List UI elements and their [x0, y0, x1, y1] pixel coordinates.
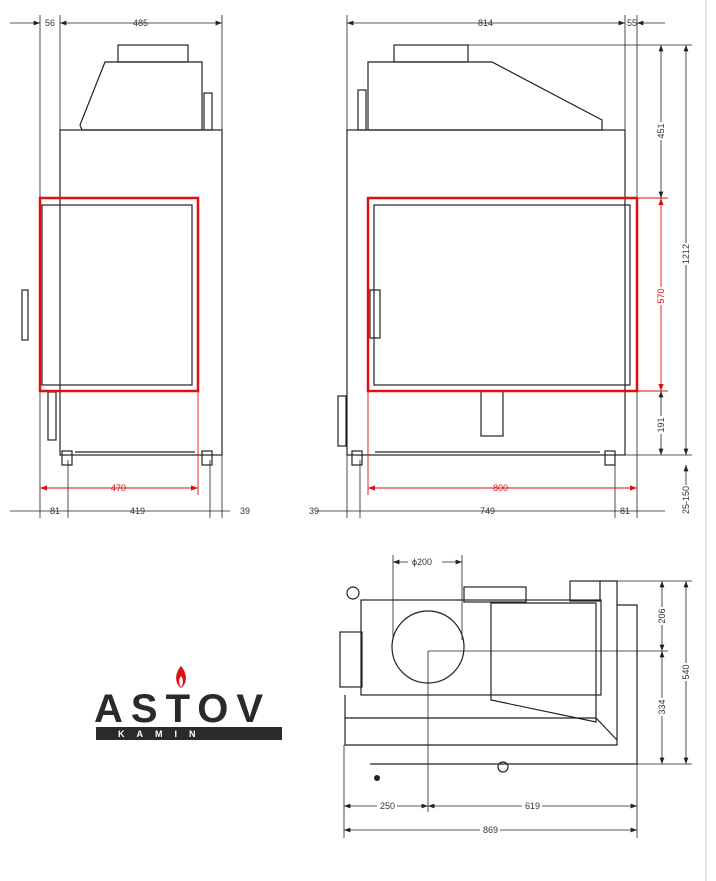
dim-250: 250: [380, 801, 395, 811]
dim-81: 81: [620, 506, 630, 516]
dim-619: 619: [525, 801, 540, 811]
dim-869: 869: [483, 825, 498, 835]
dim-39: 39: [240, 506, 250, 516]
glass-opening: [38, 196, 200, 393]
dim-39: 39: [309, 506, 319, 516]
dim-570: 570: [656, 288, 666, 303]
firebox-body: [59, 129, 223, 456]
flue-collar: [117, 44, 189, 63]
dim-leg-range: 25-150: [681, 486, 691, 514]
hood: [79, 61, 203, 131]
hood: [367, 61, 603, 131]
dim-419: 419: [130, 506, 145, 516]
dim-81: 81: [50, 506, 60, 516]
plan-view: ϕ200 206 334 540 250 619 869: [339, 555, 692, 838]
glass-opening: [366, 196, 639, 393]
front-view: 814 55 451 570 191 1212 25-150 800 39 74…: [309, 15, 692, 518]
dim-749: 749: [480, 506, 495, 516]
dim-206: 206: [657, 608, 667, 623]
logo-wordmark: ASTOV: [94, 687, 271, 731]
dim-191: 191: [656, 417, 666, 432]
dim-540: 540: [681, 664, 691, 679]
astov-logo: ASTOV KAMIN: [94, 666, 282, 740]
logo-subtitle: KAMIN: [118, 729, 208, 739]
dim-800: 800: [493, 483, 508, 493]
dim-1212: 1212: [681, 244, 691, 264]
side-view: 56 485 470 81 419 39: [10, 15, 250, 518]
dim-56: 56: [45, 18, 55, 28]
flue-collar: [393, 44, 469, 63]
door-handle: [21, 289, 29, 341]
dim-334: 334: [657, 699, 667, 714]
dim-470: 470: [111, 483, 126, 493]
dim-814: 814: [478, 18, 493, 28]
firebox-body: [346, 129, 626, 456]
door-handle: [369, 289, 381, 339]
dim-flue-diameter: ϕ200: [412, 557, 432, 567]
dim-55: 55: [627, 18, 637, 28]
dim-451: 451: [656, 123, 666, 138]
dim-485: 485: [133, 18, 148, 28]
